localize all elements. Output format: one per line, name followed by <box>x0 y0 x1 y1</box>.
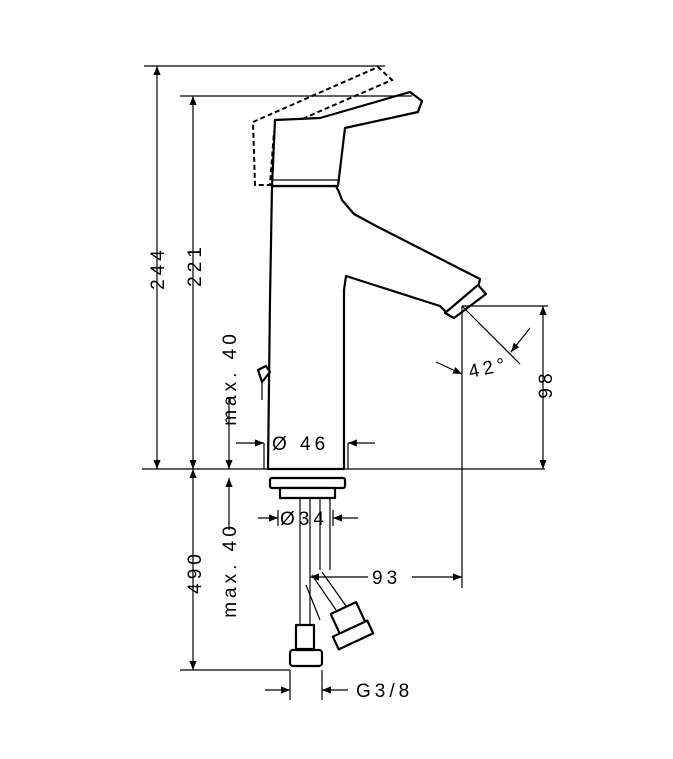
label-221: 221 <box>185 243 206 287</box>
dim-angle-arrow-left <box>435 361 463 375</box>
dimension-lines <box>153 66 547 694</box>
under-counter-fittings <box>268 476 375 668</box>
label-244: 244 <box>148 246 169 290</box>
label-34: Ø34 <box>280 509 328 530</box>
label-46: Ø 46 <box>272 434 329 455</box>
dim-angle-arrow-right <box>510 327 531 353</box>
label-98: 98 <box>536 369 557 398</box>
label-pop-up-max: max. 40 <box>220 330 241 426</box>
faucet-body <box>251 65 488 471</box>
label-below-max: max. 40 <box>220 522 241 618</box>
extension-lines <box>144 65 548 700</box>
label-g38: G3/8 <box>356 681 413 702</box>
label-490: 490 <box>185 550 206 594</box>
label-angle: 42° <box>467 354 511 383</box>
label-93: 93 <box>372 568 401 589</box>
